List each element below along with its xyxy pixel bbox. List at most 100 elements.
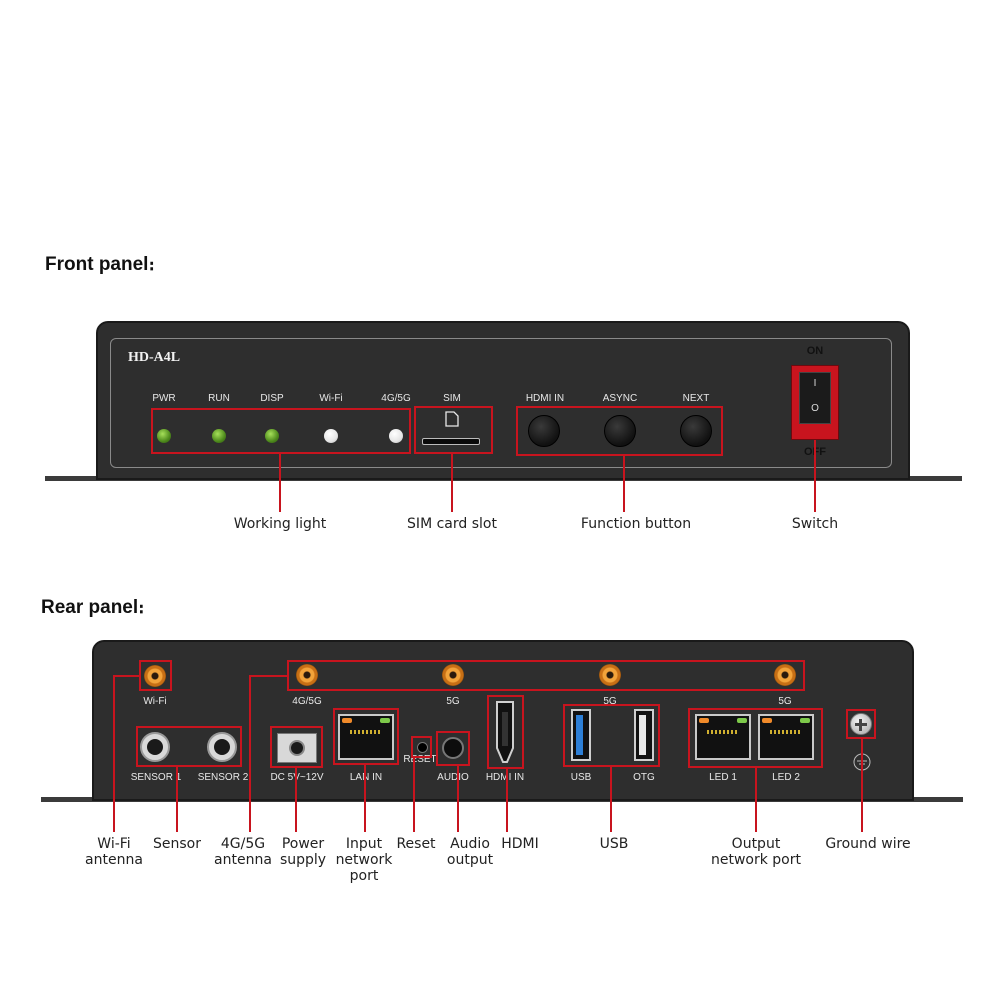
pwr-led (157, 429, 171, 443)
otg-label: OTG (633, 772, 655, 783)
callout-function-button: Function button (580, 516, 692, 532)
button-label-hdmi-in: HDMI IN (525, 393, 565, 404)
usb-highlight (563, 704, 660, 767)
input-port-highlight (333, 708, 399, 765)
hdmi-highlight (487, 695, 524, 769)
led-label-disp: DISP (260, 393, 284, 404)
5g-antenna-connector-1[interactable] (442, 664, 464, 686)
audio-highlight (436, 731, 470, 766)
button-label-async: ASYNC (602, 393, 638, 404)
sensor-2-socket (214, 739, 230, 755)
lan-in-port[interactable] (338, 714, 394, 760)
5g-antenna-connector-3[interactable] (774, 664, 796, 686)
led-label-wifi: Wi-Fi (319, 393, 343, 404)
callout-sim-card-slot: SIM card slot (407, 516, 497, 532)
4g5g-antenna-connector[interactable] (296, 664, 318, 686)
usb-port[interactable] (571, 709, 591, 761)
4g5g-led (389, 429, 403, 443)
callout-working-light: Working light (233, 516, 327, 532)
led-1-port[interactable] (695, 714, 751, 760)
audio-label: AUDIO (437, 772, 469, 783)
led-label-run: RUN (208, 393, 230, 404)
rear-panel-heading: Rear panel։ (41, 597, 145, 618)
sensor-1-port[interactable] (140, 732, 170, 762)
wifi-antenna-highlight (139, 660, 172, 691)
sensor-highlight (136, 726, 242, 767)
callout-4g5g-antenna: 4G/5G antenna (214, 836, 272, 868)
async-button[interactable] (604, 415, 636, 447)
front-panel-heading: Front panel։ (45, 254, 155, 275)
callout-wifi-antenna: Wi-Fi antenna (85, 836, 143, 868)
otg-port[interactable] (634, 709, 654, 761)
dc-power-jack[interactable] (277, 733, 317, 763)
switch-rocker (799, 372, 831, 424)
usb-tongue (576, 715, 583, 755)
led-1-led-green (737, 718, 747, 723)
sim-card-icon (445, 411, 459, 427)
screw-slot-v (859, 719, 862, 731)
sensor-2-port[interactable] (207, 732, 237, 762)
hdmi-in-label: HDMI IN (485, 772, 525, 783)
5g-antenna-connector-2[interactable] (599, 664, 621, 686)
model-name: HD-A4L (128, 350, 181, 365)
sensor-2-label: SENSOR 2 (197, 772, 249, 783)
lan-in-contacts (350, 730, 382, 734)
ground-highlight (846, 709, 876, 739)
working-light-highlight (151, 408, 411, 454)
led-1-label: LED 1 (709, 772, 737, 783)
power-highlight (270, 726, 323, 768)
sensor-1-socket (147, 739, 163, 755)
reset-button[interactable] (417, 742, 428, 753)
reset-label: RESET (403, 754, 437, 765)
led-2-port[interactable] (758, 714, 814, 760)
wifi-led (324, 429, 338, 443)
wifi-antenna-connector[interactable] (144, 665, 166, 687)
sim-slot-highlight (414, 406, 493, 454)
antenna-label-5g-3: 5G (778, 696, 792, 707)
disp-led (265, 429, 279, 443)
4g5g-antenna-highlight (287, 660, 805, 691)
sim-card-slot[interactable] (422, 438, 480, 445)
led-2-contacts (770, 730, 802, 734)
led-label-4g5g: 4G/5G (381, 393, 411, 404)
wifi-antenna-label: Wi-Fi (143, 696, 167, 707)
lan-in-led-orange (342, 718, 352, 723)
antenna-label-5g-1: 5G (446, 696, 460, 707)
function-button-highlight (516, 406, 723, 456)
led-1-led-orange (699, 718, 709, 723)
power-switch[interactable]: I O (791, 365, 839, 440)
hdmi-in-port[interactable] (491, 700, 519, 764)
hdmi-in-button[interactable] (528, 415, 560, 447)
switch-mark-off: O (811, 403, 819, 414)
callout-hdmi: HDMI (501, 836, 539, 852)
callout-input-network-port: Input network port (335, 836, 393, 884)
antenna-label-4g5g: 4G/5G (292, 696, 322, 707)
sensor-1-label: SENSOR 1 (130, 772, 182, 783)
audio-output-jack[interactable] (442, 737, 464, 759)
callout-reset: Reset (396, 836, 436, 852)
button-label-next: NEXT (682, 393, 710, 404)
led-2-led-green (800, 718, 810, 723)
antenna-label-5g-2: 5G (603, 696, 617, 707)
led-2-label: LED 2 (772, 772, 800, 783)
led-2-led-orange (762, 718, 772, 723)
front-panel-inner-frame (110, 338, 892, 468)
callout-switch: Switch (791, 516, 839, 532)
next-button[interactable] (680, 415, 712, 447)
callout-sensor: Sensor (153, 836, 201, 852)
led-1-contacts (707, 730, 739, 734)
ground-screw[interactable] (850, 713, 872, 735)
front-panel (96, 321, 910, 480)
output-port-highlight (688, 708, 823, 768)
switch-on-label: ON (806, 345, 824, 357)
reset-highlight (411, 736, 432, 758)
callout-power-supply: Power supply (279, 836, 327, 868)
usb-label: USB (570, 772, 592, 783)
callout-audio-output: Audio output (446, 836, 494, 868)
lan-in-led-green (380, 718, 390, 723)
callout-usb: USB (599, 836, 629, 852)
run-led (212, 429, 226, 443)
led-label-pwr: PWR (152, 393, 176, 404)
